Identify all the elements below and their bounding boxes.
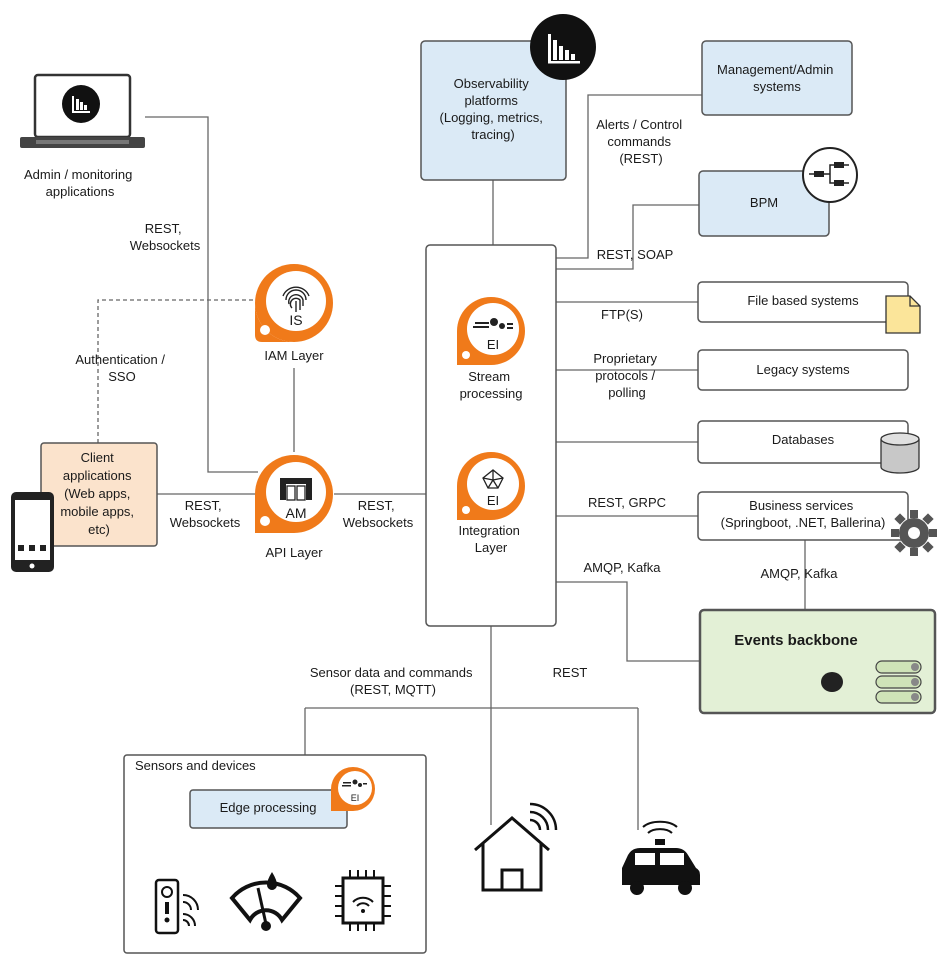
databases-label: Databases — [772, 432, 835, 447]
management-box — [701, 40, 853, 116]
car-icon — [622, 820, 700, 895]
ei-edge-badge: EI — [331, 767, 375, 811]
phone-icon — [11, 492, 54, 572]
iam-layer-label: IAM Layer — [264, 348, 324, 363]
event-stream-icon — [821, 660, 922, 704]
business-box — [697, 491, 909, 541]
gauge-sensor-icon — [229, 872, 303, 931]
label-rest-ws-client: REST, Websockets — [170, 498, 241, 530]
sensors-group-label: Sensors and devices — [135, 758, 256, 773]
database-icon — [880, 432, 920, 474]
stream-gears-icon — [473, 318, 513, 329]
api-layer-label: API Layer — [265, 545, 323, 560]
label-rest-grpc: REST, GRPC — [588, 495, 666, 510]
events-label: Events backbone — [734, 632, 857, 649]
edge-bpm — [556, 204, 699, 270]
label-alerts: Alerts / Control commands (REST) — [596, 117, 686, 166]
client-apps-label: Client applications (Web apps, mobile ap… — [60, 450, 137, 537]
ei-integration-badge-label: EI — [487, 493, 499, 508]
am-badge-label: AM — [286, 505, 307, 521]
network-icon — [482, 469, 504, 489]
edge-auth-sso — [97, 299, 258, 443]
label-auth-sso: Authentication / SSO — [75, 352, 168, 384]
events-box — [698, 608, 937, 715]
bpm-workflow-icon — [802, 147, 858, 203]
ei-stream-badge: EI — [457, 297, 525, 365]
edge-processing-label: Edge processing — [220, 800, 317, 815]
bpm-label: BPM — [750, 195, 778, 210]
label-rest-ws-api: REST, Websockets — [343, 498, 414, 530]
label-proprietary: Proprietary protocols / polling — [593, 351, 660, 400]
edge-management — [556, 94, 702, 259]
integration-layer-label: Integration Layer — [458, 523, 523, 555]
file-icon — [885, 295, 921, 334]
edge-admin-api — [145, 116, 258, 473]
is-badge-label: IS — [289, 312, 302, 328]
ei-stream-badge-label: EI — [487, 337, 499, 352]
ei-edge-badge-label: EI — [351, 793, 360, 803]
label-rest-soap: REST, SOAP — [597, 247, 674, 262]
observability-chart-icon — [530, 14, 596, 80]
laptop-icon — [20, 73, 145, 148]
doorbell-sensor-icon — [154, 878, 199, 935]
business-label: Business services (Springboot, .NET, Bal… — [721, 498, 886, 530]
gateway-doors-icon — [280, 478, 312, 501]
observability-box — [420, 40, 567, 181]
edge-stream-gears-icon — [342, 779, 367, 787]
bpm-box — [698, 170, 830, 237]
gear-icon — [891, 510, 937, 556]
stream-processing-label: Stream processing — [460, 369, 523, 401]
file-systems-label: File based systems — [747, 293, 859, 308]
legacy-label: Legacy systems — [756, 362, 850, 377]
label-amqp-kafka-left: AMQP, Kafka — [583, 560, 661, 575]
label-ftp: FTP(S) — [601, 307, 643, 322]
house-icon — [474, 802, 558, 892]
am-badge: AM — [255, 455, 333, 533]
label-amqp-kafka-right: AMQP, Kafka — [760, 566, 838, 581]
ei-integration-badge: EI — [457, 452, 525, 520]
label-rest-ws-admin: REST, Websockets — [130, 221, 201, 253]
is-badge: IS — [255, 264, 333, 342]
observability-label: Observability platforms (Logging, metric… — [440, 76, 547, 142]
label-sensor-data: Sensor data and commands (REST, MQTT) — [310, 665, 476, 697]
legacy-box — [697, 349, 909, 391]
edge-events — [556, 581, 700, 662]
admin-apps-label: Admin / monitoring applications — [24, 167, 136, 199]
fingerprint-icon — [282, 286, 310, 312]
label-rest-bottom: REST — [553, 665, 588, 680]
management-label: Management/Admin systems — [717, 62, 837, 94]
wifi-chip-icon — [335, 870, 391, 931]
